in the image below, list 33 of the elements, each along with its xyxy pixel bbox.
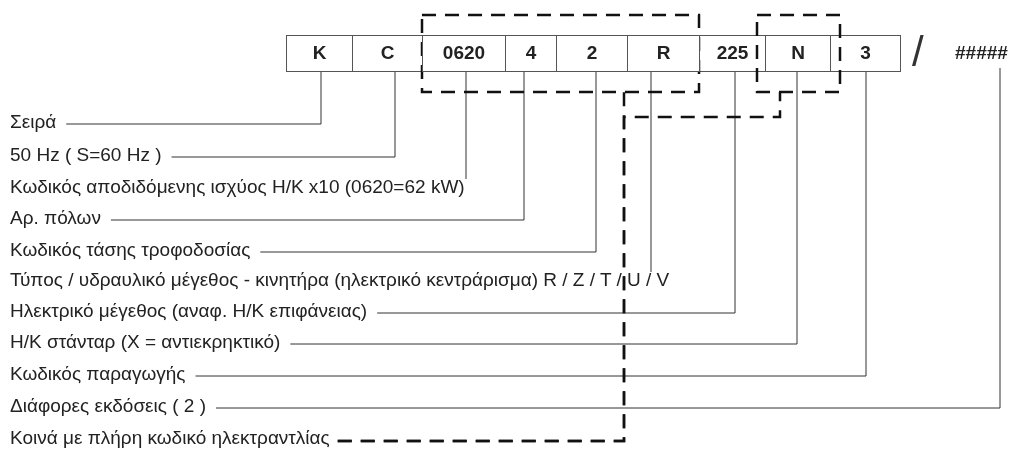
code-description: Αρ. πόλων xyxy=(10,207,101,229)
code-cell: 225 xyxy=(699,35,766,72)
leader-line xyxy=(259,71,597,253)
code-description: Κωδικός τάσης τροφοδοσίας xyxy=(10,239,251,261)
code-description: Διάφορες εκδόσεις ( 2 ) xyxy=(10,395,206,417)
code-description: Κωδικός παραγωγής xyxy=(10,363,186,385)
code-description: Τύπος / υδραυλικό μέγεθος - κινητήρα (ηλεκτρικό κεντράρισμα) R / Z / T / U / V xyxy=(10,269,670,291)
leader-line xyxy=(110,71,525,221)
code-description: Κωδικός αποδιδόμενης ισχύος Η/Κ x10 (0620=62 kW) xyxy=(10,176,465,198)
code-description: Σειρά xyxy=(10,111,57,133)
leader-line xyxy=(376,71,736,314)
leader-line xyxy=(215,67,1001,409)
code-description: Κοινά με πλήρη κωδικό ηλεκτραντλίας xyxy=(10,427,330,449)
code-cell: 0620 xyxy=(422,35,506,72)
code-description: 50 Hz ( S=60 Hz ) xyxy=(10,144,162,166)
code-suffix: ##### xyxy=(955,38,1008,68)
leader-line xyxy=(195,71,867,377)
leader-line xyxy=(65,71,322,125)
code-cell: C xyxy=(352,35,423,72)
code-cell: 2 xyxy=(556,35,628,72)
code-description: Η/Κ στάνταρ (X = αντιεκρηκτικό) xyxy=(10,331,281,353)
slash-separator: / xyxy=(912,31,924,73)
leader-line xyxy=(465,71,467,180)
code-cell: K xyxy=(286,35,353,72)
code-description: Ηλεκτρικό μέγεθος (αναφ. Η/Κ επιφάνειας) xyxy=(10,300,368,322)
code-cell: R xyxy=(627,35,700,72)
leader-line xyxy=(171,71,396,158)
code-cell: 3 xyxy=(830,35,901,72)
code-cell: N xyxy=(765,35,831,72)
code-cell: 4 xyxy=(505,35,557,72)
leader-line xyxy=(650,71,652,273)
leader-line xyxy=(289,71,798,345)
dashed-connector xyxy=(337,92,782,443)
